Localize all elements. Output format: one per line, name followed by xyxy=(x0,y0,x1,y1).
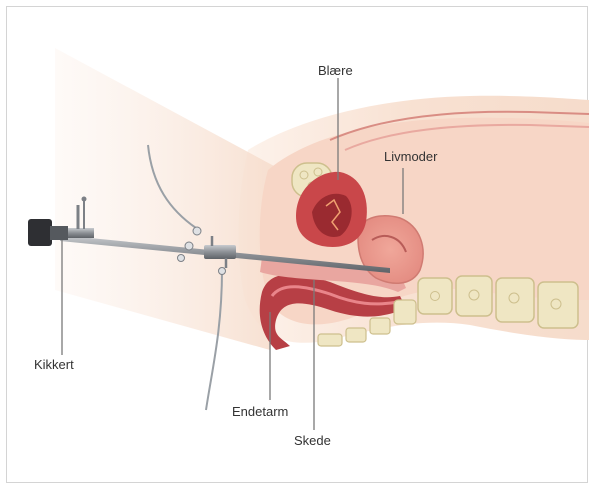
scope-bridge xyxy=(204,245,236,259)
label-scope: Kikkert xyxy=(34,357,74,372)
label-rectum: Endetarm xyxy=(232,404,288,419)
scope-eyepiece xyxy=(28,219,52,246)
label-vagina: Skede xyxy=(294,433,331,448)
label-bladder: Blære xyxy=(318,63,353,78)
label-uterus: Livmoder xyxy=(384,149,437,164)
